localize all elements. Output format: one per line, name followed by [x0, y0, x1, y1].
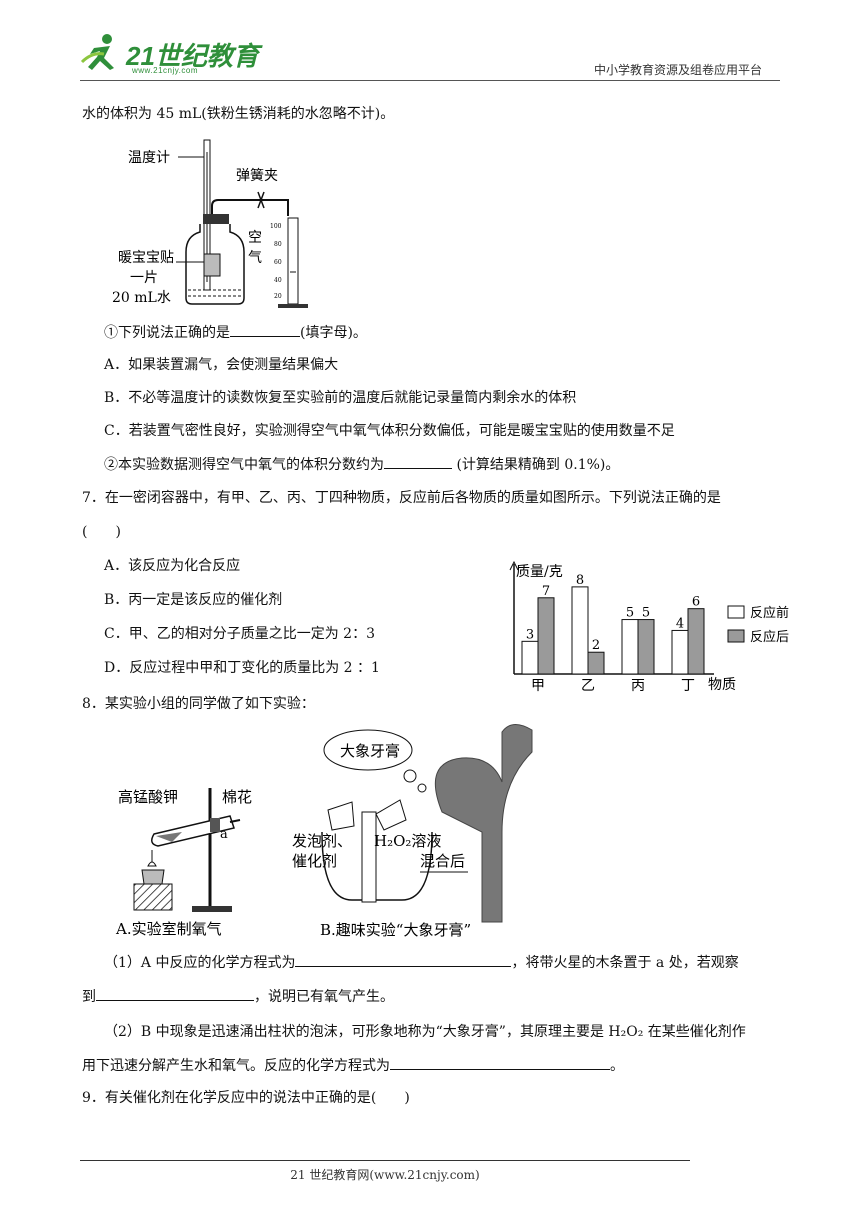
scale-tick-20: 20: [274, 293, 282, 300]
q7-stem-line1: 7．在一密闭容器中，有甲、乙、丙、丁四种物质，反应前后各物质的质量如图所示。下列…: [82, 490, 721, 506]
chart-data-label: 4: [676, 616, 684, 631]
scale-tick-100: 100: [270, 223, 282, 230]
chart-bar: [621, 619, 639, 675]
chart-y-arrow: [509, 560, 519, 571]
chart-data-label: 6: [692, 595, 700, 610]
q7-option-c: C．甲、乙的相对分子质量之比一定为 2：3: [104, 626, 375, 642]
figure-a-caption: A.实验室制氧气: [115, 920, 222, 938]
q8-part2-suffix: 。: [610, 1058, 624, 1074]
chart-bar: [637, 619, 655, 675]
q6-continued-text: 水的体积为 45 mL(铁粉生锈消耗的水忽略不计)。: [82, 106, 395, 122]
chart-data-label: 5: [642, 606, 650, 621]
footer-rule: [80, 1160, 690, 1161]
q9-stem: 9．有关催化剂在化学反应中的说法中正确的是( ): [82, 1090, 410, 1106]
warm-pack-label: 暖宝宝贴: [118, 250, 174, 266]
logo-url: www.21cnjy.com: [132, 66, 198, 75]
scale-tick-60: 60: [274, 259, 282, 266]
foaming-agent-label: 发泡剂、: [292, 832, 352, 850]
warm-pack-count-label: 一片: [130, 270, 158, 286]
chart-bar: [571, 586, 589, 675]
h2o2-label: H₂O₂溶液: [374, 832, 441, 850]
q8-stem: 8．某实验小组的同学做了如下实验：: [82, 696, 315, 712]
q8-part1-blank1[interactable]: [295, 952, 512, 967]
q6-option-a: A．如果装置漏气，会使测量结果偏大: [104, 357, 339, 373]
chart-category-label: 丁: [681, 678, 695, 694]
q7-option-a: A．该反应为化合反应: [104, 558, 241, 574]
logo-text: 21世纪教育: [126, 41, 259, 71]
q6-option-c: C．若装置气密性良好，实验测得空气中氧气体积分数偏低，可能是暖宝宝贴的使用数量不…: [104, 423, 675, 439]
chart-bar: [587, 651, 605, 675]
chart-data-label: 7: [542, 584, 550, 599]
q7-stem-line2: ( ): [82, 524, 121, 540]
figure-b-caption: B.趣味实验“大象牙膏”: [320, 921, 471, 939]
q7-option-d: D．反应过程中甲和丁变化的质量比为 2 ：1: [104, 660, 380, 676]
q6-sub2-prefix: ②本实验数据测得空气中氧气的体积分数约为: [104, 457, 384, 473]
q7-option-b: B．丙一定是该反应的催化剂: [104, 592, 283, 608]
cotton-label: 棉花: [222, 788, 252, 806]
q8-figure-a: 高锰酸钾 棉花 a A.实验室制氧气: [115, 788, 252, 938]
water-volume-label: 20 mL水: [112, 290, 171, 306]
scale-tick-80: 80: [274, 241, 282, 248]
q6-option-b: B．不必等温度计的读数恢复至实验前的温度后就能记录量筒内剩余水的体积: [104, 390, 577, 406]
chart-category-label: 丙: [631, 678, 645, 694]
q8-part2-line1: （2）B 中现象是迅速涌出柱状的泡沫，可形象地称为“大象牙膏”，其原理主要是 H…: [104, 1024, 746, 1040]
q8-part1-line2-prefix: 到: [82, 989, 96, 1005]
q6-sub1-blank[interactable]: [230, 322, 300, 337]
chart-bar: [687, 608, 705, 675]
chart-bar: [521, 640, 539, 675]
chart-category-label: 乙: [581, 678, 595, 694]
q8-part1-line1: （1）A 中反应的化学方程式为 ，将带火星的木条置于 a 处，若观察: [104, 952, 739, 973]
header: 21世纪教育 www.21cnjy.com 中小学教育资源及组卷应用平台: [0, 0, 860, 82]
q8-part2-blank[interactable]: [390, 1055, 610, 1070]
q6-apparatus-figure: 温度计 弹簧夹 空 气 暖宝宝贴 一片 20 mL水 100 80 60 40 …: [112, 139, 308, 308]
q8-part2-line2: 用下迅速分解产生水和氧气。反应的化学方程式为 。: [82, 1055, 624, 1076]
q8-part2-prefix: 用下迅速分解产生水和氧气。反应的化学方程式为: [82, 1058, 390, 1074]
chart-data-label: 2: [592, 638, 600, 653]
chart-legend-swatch: [727, 629, 745, 643]
header-right-text: 中小学教育资源及组卷应用平台: [594, 63, 763, 77]
clamp-label: 弹簧夹: [236, 168, 278, 184]
chart-legend-swatch: [727, 605, 745, 619]
q6-sub1-suffix: (填字母)。: [300, 325, 367, 341]
chart-bar: [537, 597, 555, 675]
footer-text: 21 世纪教育网(www.21cnjy.com): [290, 1168, 480, 1182]
chart-xlabel: 物质: [708, 677, 736, 693]
q8-figure-b: 大象牙膏 发泡剂、 催化剂 H₂O₂溶液 混合后 B.趣味实验“大象牙膏”: [292, 724, 533, 939]
q6-sub2: ②本实验数据测得空气中氧气的体积分数约为 (计算结果精确到 0.1%)。: [104, 454, 619, 475]
q6-sub2-suffix: (计算结果精确到 0.1%)。: [452, 457, 620, 473]
logo-runner-icon: [80, 34, 114, 70]
q6-sub1: ①下列说法正确的是 (填字母)。: [104, 322, 367, 343]
header-rule: [80, 80, 780, 81]
bubble-text: 大象牙膏: [340, 742, 400, 760]
q6-sub2-blank[interactable]: [384, 454, 452, 469]
chart-ylabel: 质量/克: [516, 564, 563, 580]
q8-part1-mid: ，将带火星的木条置于 a 处，若观察: [511, 955, 739, 971]
q8-part1-line2-suffix: ，说明已有氧气产生。: [254, 989, 394, 1005]
q8-part1-line2: 到 ，说明已有氧气产生。: [82, 986, 394, 1007]
tube-end-mark: a: [220, 827, 228, 842]
chart-data-label: 5: [626, 606, 634, 621]
q6-sub1-prefix: ①下列说法正确的是: [104, 325, 230, 341]
chart-legend-label: 反应后: [750, 629, 789, 645]
chart-category-label: 甲: [531, 678, 545, 694]
scale-tick-40: 40: [274, 277, 282, 284]
chart-data-label: 8: [576, 573, 584, 588]
q8-part1-prefix: （1）A 中反应的化学方程式为: [104, 955, 296, 971]
air-label-1: 空: [248, 230, 262, 246]
chart-bar: [671, 629, 689, 675]
mixed-label: 混合后: [420, 852, 465, 870]
chart-data-label: 3: [526, 627, 534, 642]
chart-legend-label: 反应前: [750, 605, 789, 621]
catalyst-label: 催化剂: [292, 852, 337, 870]
kmno4-label: 高锰酸钾: [118, 788, 178, 806]
thermometer-label: 温度计: [128, 150, 170, 166]
q8-part1-blank2[interactable]: [96, 986, 254, 1001]
air-label-2: 气: [248, 250, 262, 266]
